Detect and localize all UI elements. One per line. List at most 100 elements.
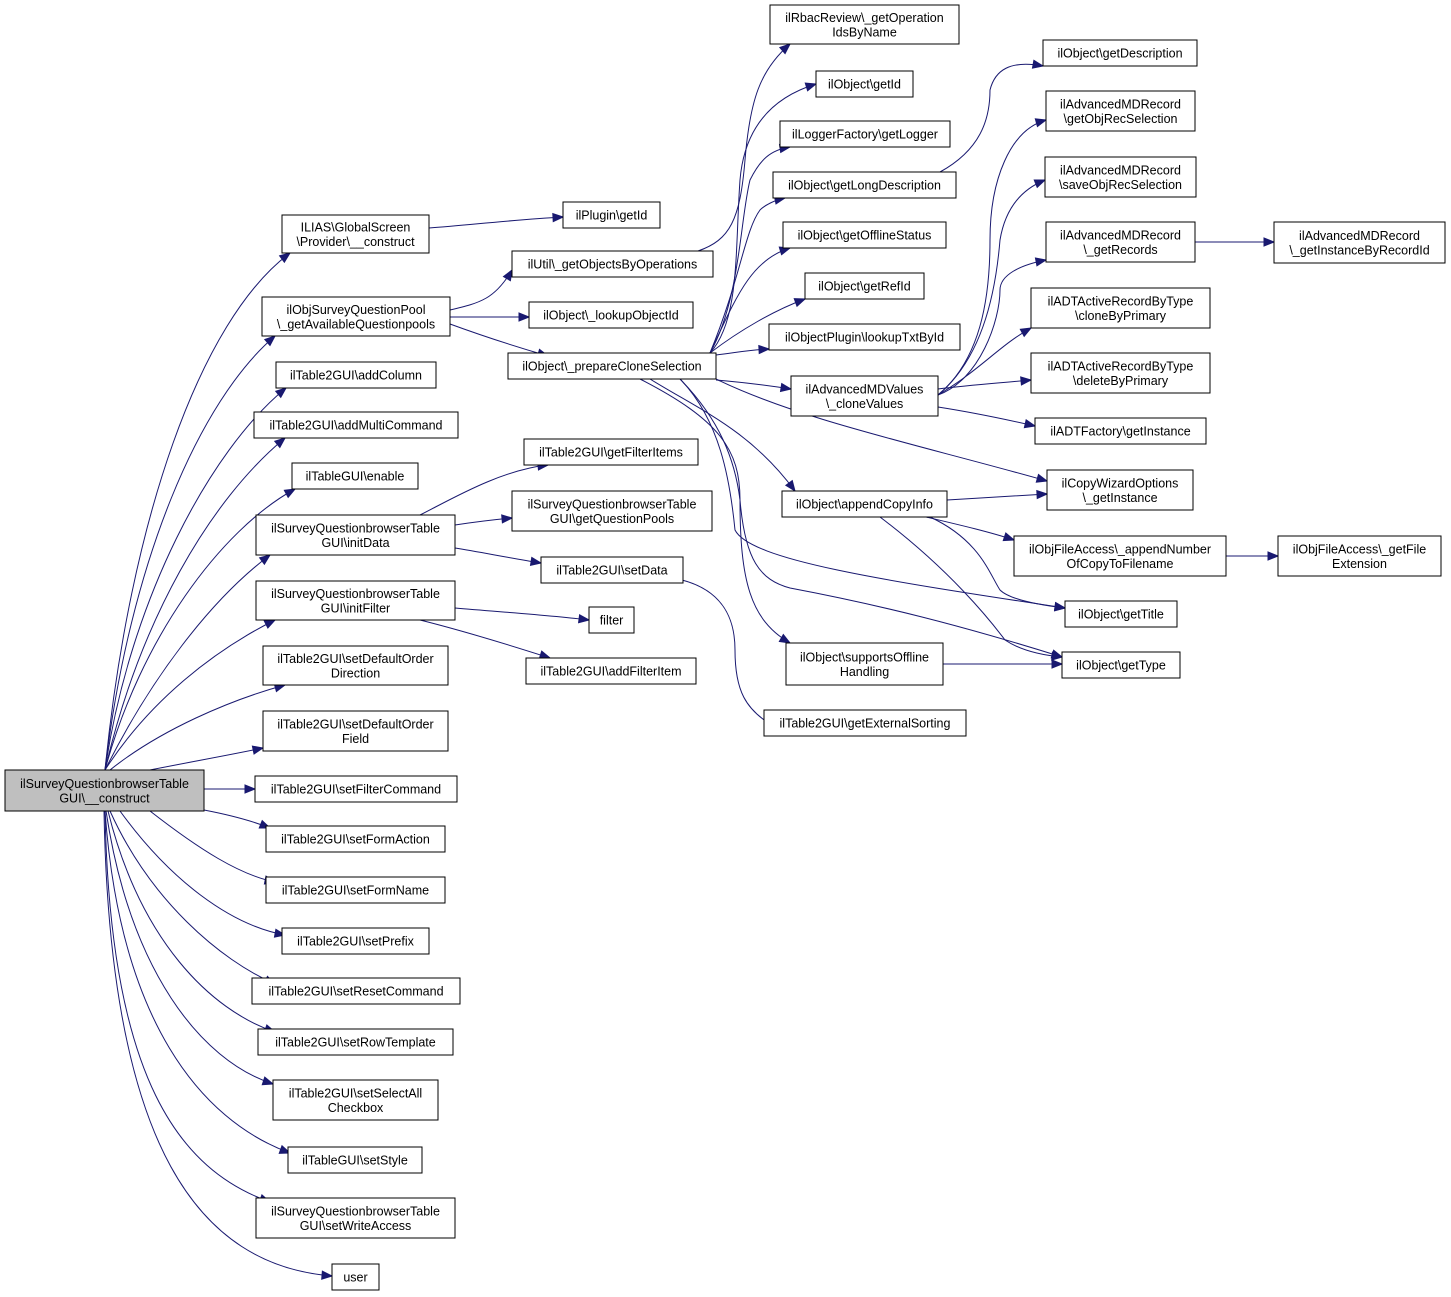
node-extSorting[interactable]: ilTable2GUI\getExternalSorting	[763, 709, 967, 737]
node-adtDelete[interactable]: ilADTActiveRecordByType\deleteByPrimary	[1030, 352, 1211, 394]
node-availPools[interactable]: ilObjSurveyQuestionPool\_getAvailableQue…	[261, 296, 451, 337]
node-box[interactable]	[528, 301, 694, 329]
node-box[interactable]	[769, 4, 960, 45]
node-appendNumber[interactable]: ilObjFileAccess\_appendNumberOfCopyToFil…	[1013, 535, 1227, 577]
node-box[interactable]	[540, 556, 684, 584]
node-addMulti[interactable]: ilTable2GUI\addMultiCommand	[253, 411, 459, 439]
node-box[interactable]	[562, 201, 661, 229]
node-box[interactable]	[781, 490, 948, 518]
node-saveObjRecSel[interactable]: ilAdvancedMDRecord\saveObjRecSelection	[1044, 156, 1197, 198]
node-box[interactable]	[1044, 156, 1197, 198]
node-adtFactory[interactable]: ilADTFactory\getInstance	[1034, 417, 1207, 445]
node-getTitle[interactable]: ilObject\getTitle	[1064, 600, 1178, 628]
node-addColumn[interactable]: ilTable2GUI\addColumn	[275, 361, 437, 389]
node-getType[interactable]: ilObject\getType	[1061, 651, 1181, 679]
node-filter[interactable]: filter	[588, 606, 635, 634]
node-user[interactable]: user	[331, 1263, 380, 1291]
node-box[interactable]	[275, 361, 437, 389]
node-instByRecId[interactable]: ilAdvancedMDRecord\_getInstanceByRecordI…	[1273, 221, 1446, 264]
node-box[interactable]	[257, 1028, 454, 1056]
node-box[interactable]	[815, 70, 914, 98]
node-setFormName[interactable]: ilTable2GUI\setFormName	[265, 876, 446, 904]
node-box[interactable]	[291, 462, 419, 490]
node-box[interactable]	[763, 709, 967, 737]
node-box[interactable]	[255, 580, 456, 621]
node-cloneValues[interactable]: ilAdvancedMDValues\_cloneValues	[790, 375, 939, 417]
node-box[interactable]	[511, 250, 714, 278]
node-box[interactable]	[1045, 221, 1196, 263]
node-box[interactable]	[1061, 651, 1181, 679]
node-box[interactable]	[1273, 221, 1446, 264]
node-box[interactable]	[281, 927, 430, 955]
node-box[interactable]	[525, 657, 697, 685]
node-box[interactable]	[779, 120, 951, 148]
node-copyWizard[interactable]: ilCopyWizardOptions\_getInstance	[1046, 469, 1194, 511]
node-root[interactable]: ilSurveyQuestionbrowserTableGUI\__constr…	[4, 769, 205, 812]
node-globalscreen[interactable]: ILIAS\GlobalScreen\Provider\__construct	[281, 214, 430, 254]
node-box[interactable]	[1064, 600, 1178, 628]
node-box[interactable]	[255, 514, 456, 556]
node-box[interactable]	[782, 221, 947, 249]
node-box[interactable]	[261, 296, 451, 337]
node-getRefId[interactable]: ilObject\getRefId	[804, 272, 925, 300]
node-setPrefix[interactable]: ilTable2GUI\setPrefix	[281, 927, 430, 955]
node-box[interactable]	[790, 375, 939, 417]
node-lookupObjId[interactable]: ilObject\_lookupObjectId	[528, 301, 694, 329]
node-objGetId[interactable]: ilObject\getId	[815, 70, 914, 98]
node-initFilter[interactable]: ilSurveyQuestionbrowserTableGUI\initFilt…	[255, 580, 456, 621]
node-box[interactable]	[265, 825, 446, 853]
node-enable[interactable]: ilTableGUI\enable	[291, 462, 419, 490]
node-getDesc[interactable]: ilObject\getDescription	[1042, 39, 1198, 67]
node-box[interactable]	[523, 438, 699, 466]
node-box[interactable]	[511, 490, 713, 532]
node-pluginGetId[interactable]: ilPlugin\getId	[562, 201, 661, 229]
node-box[interactable]	[262, 710, 449, 752]
node-box[interactable]	[1045, 90, 1196, 132]
node-setFilterCmd[interactable]: ilTable2GUI\setFilterCommand	[254, 775, 458, 803]
node-setFormAction[interactable]: ilTable2GUI\setFormAction	[265, 825, 446, 853]
node-box[interactable]	[1046, 469, 1194, 511]
node-box[interactable]	[287, 1146, 423, 1174]
node-box[interactable]	[253, 411, 459, 439]
node-box[interactable]	[588, 606, 635, 634]
node-box[interactable]	[1277, 535, 1442, 577]
node-box[interactable]	[272, 1079, 439, 1121]
node-box[interactable]	[331, 1263, 380, 1291]
node-setResetCmd[interactable]: ilTable2GUI\setResetCommand	[251, 977, 461, 1005]
node-getObjByOps[interactable]: ilUtil\_getObjectsByOperations	[511, 250, 714, 278]
node-getObjRecSel[interactable]: ilAdvancedMDRecord\getObjRecSelection	[1045, 90, 1196, 132]
node-box[interactable]	[1042, 39, 1198, 67]
node-setRowTpl[interactable]: ilTable2GUI\setRowTemplate	[257, 1028, 454, 1056]
node-box[interactable]	[254, 775, 458, 803]
node-offlineStatus[interactable]: ilObject\getOfflineStatus	[782, 221, 947, 249]
node-lookupTxt[interactable]: ilObjectPlugin\lookupTxtById	[768, 323, 961, 351]
node-getFilterItems[interactable]: ilTable2GUI\getFilterItems	[523, 438, 699, 466]
node-box[interactable]	[1030, 287, 1211, 329]
node-box[interactable]	[1030, 352, 1211, 394]
node-box[interactable]	[265, 876, 446, 904]
node-box[interactable]	[4, 769, 205, 812]
node-box[interactable]	[768, 323, 961, 351]
node-box[interactable]	[772, 171, 957, 199]
node-box[interactable]	[1013, 535, 1227, 577]
node-box[interactable]	[804, 272, 925, 300]
node-prepClone[interactable]: ilObject\_prepareCloneSelection	[507, 352, 717, 380]
node-getLongDesc[interactable]: ilObject\getLongDescription	[772, 171, 957, 199]
node-box[interactable]	[281, 214, 430, 254]
node-box[interactable]	[1034, 417, 1207, 445]
node-box[interactable]	[785, 642, 944, 686]
node-getLogger[interactable]: ilLoggerFactory\getLogger	[779, 120, 951, 148]
node-addFilterItem[interactable]: ilTable2GUI\addFilterItem	[525, 657, 697, 685]
node-adtClone[interactable]: ilADTActiveRecordByType\cloneByPrimary	[1030, 287, 1211, 329]
node-getRecords[interactable]: ilAdvancedMDRecord\_getRecords	[1045, 221, 1196, 263]
node-appendCopyInfo[interactable]: ilObject\appendCopyInfo	[781, 490, 948, 518]
node-setStyle[interactable]: ilTableGUI\setStyle	[287, 1146, 423, 1174]
node-box[interactable]	[507, 352, 717, 380]
node-box[interactable]	[262, 645, 449, 686]
